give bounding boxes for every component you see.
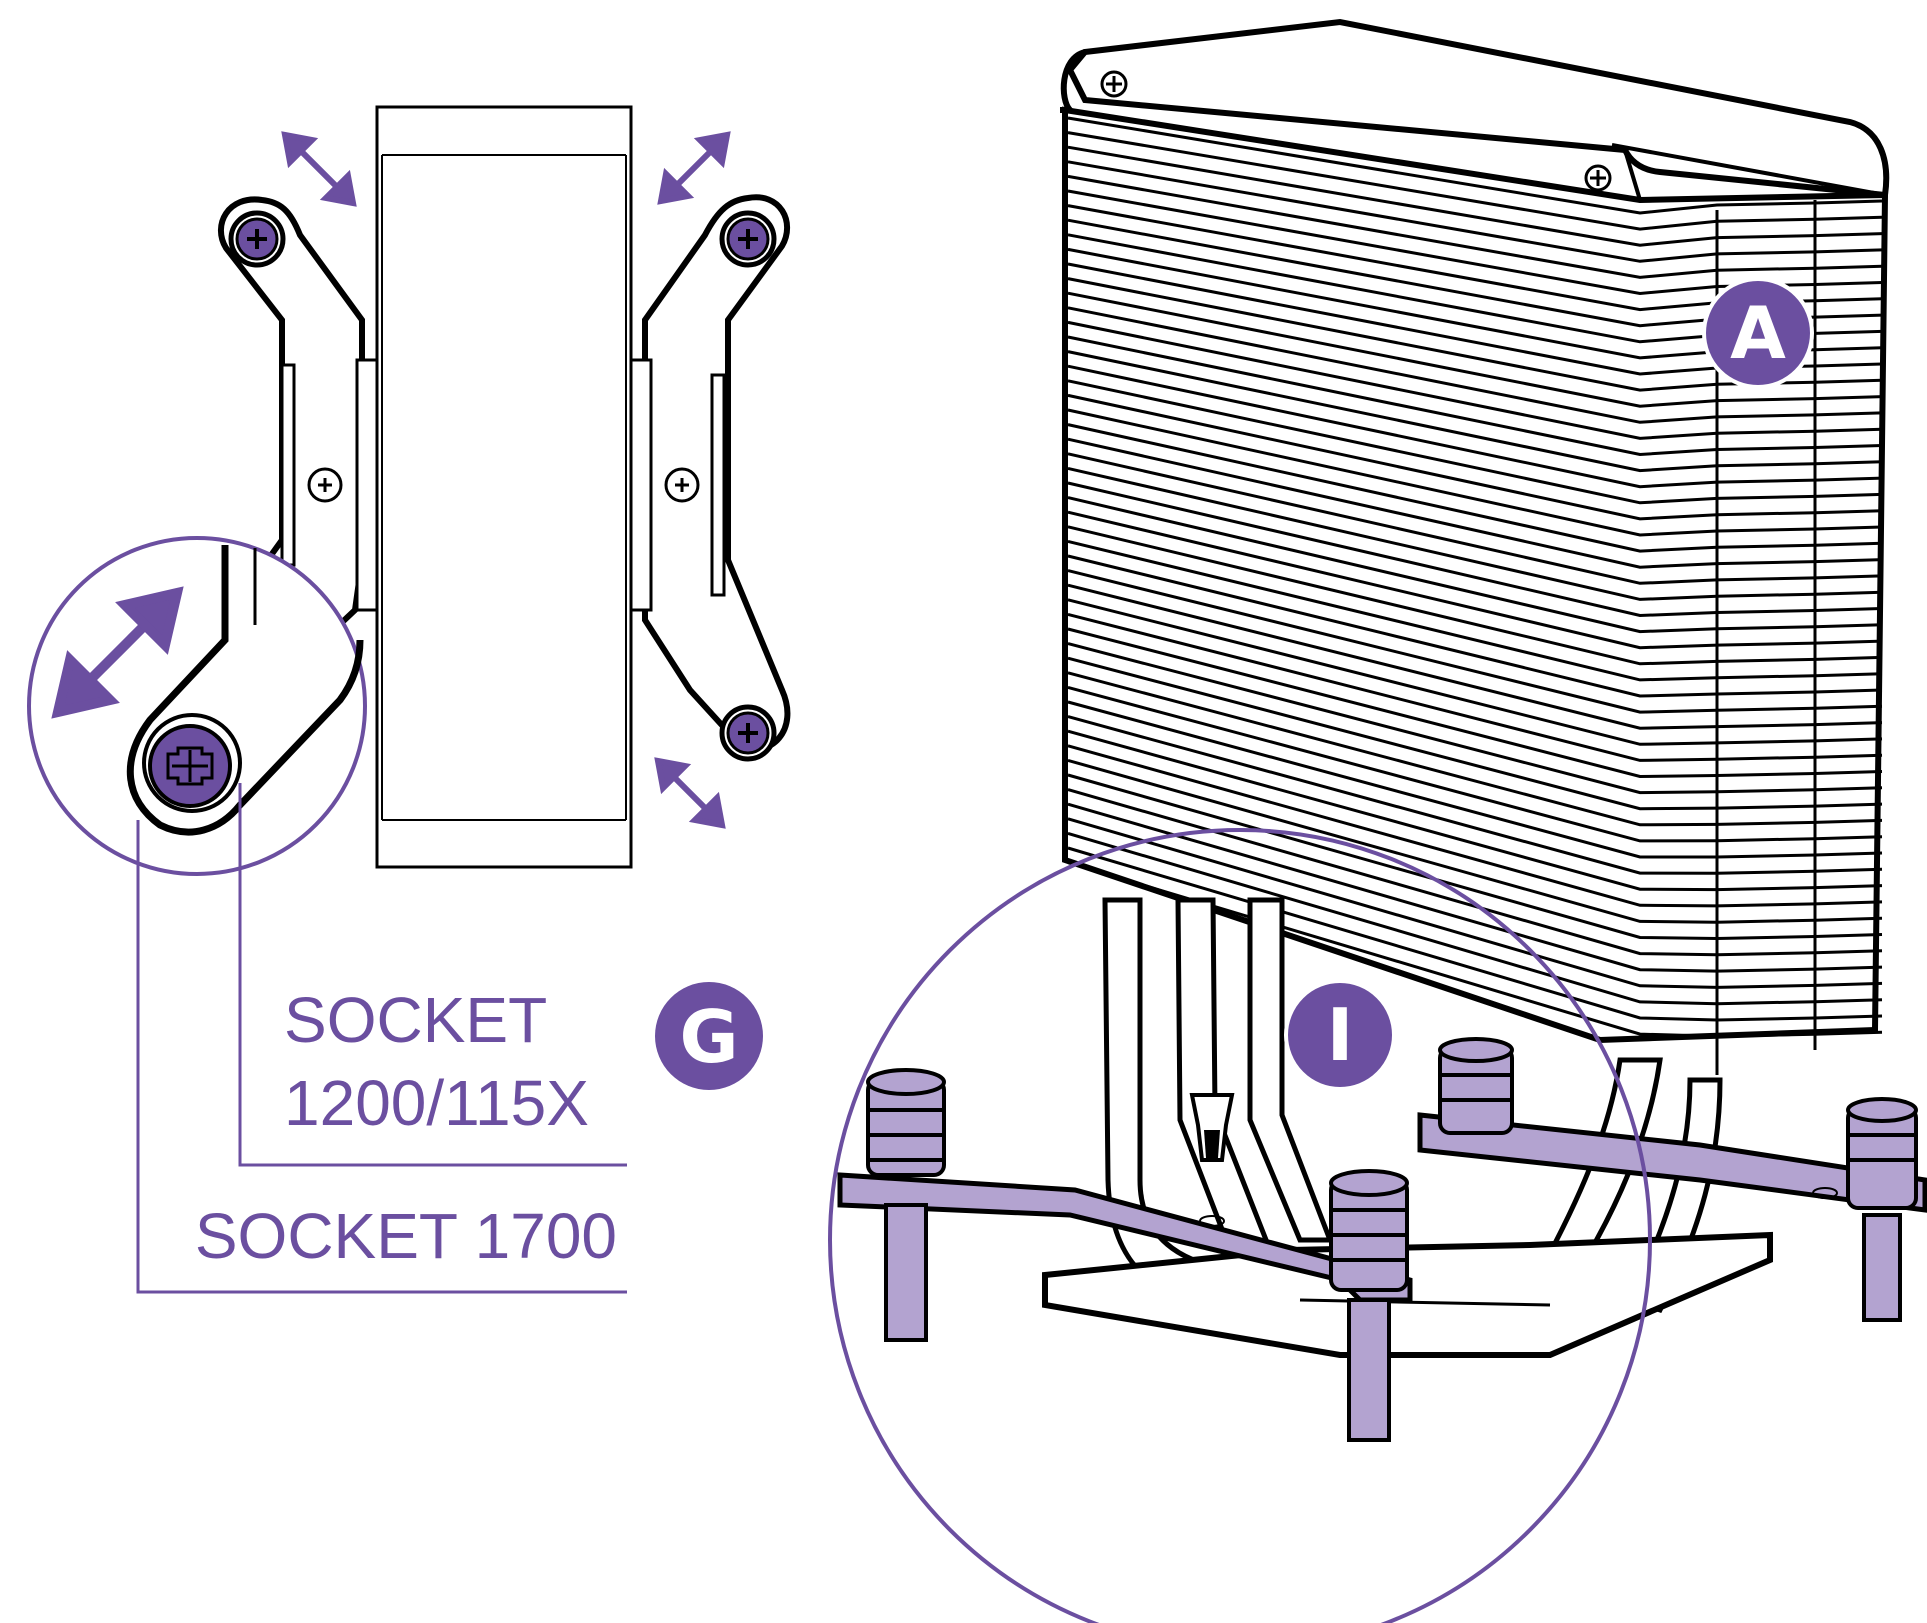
purple-screws: [228, 210, 777, 762]
fin-line: [1067, 277, 1883, 392]
fin-line: [1067, 131, 1883, 231]
spring-screw-back: [1438, 1037, 1514, 1135]
svg-text:A: A: [1730, 291, 1786, 375]
fin-line: [1067, 846, 1883, 1022]
cap-screw-left: [1100, 70, 1128, 98]
fin-line: [1067, 335, 1883, 457]
fin-line: [1067, 627, 1883, 779]
fin-line: [1067, 174, 1883, 279]
arrow-bottom-right: [654, 757, 726, 829]
fin-line: [1067, 729, 1883, 892]
fin-line: [1067, 788, 1883, 957]
fin-line: [1067, 145, 1883, 247]
fin-line: [1067, 598, 1883, 746]
fin-line: [1067, 861, 1883, 1038]
badge-a: A: [1702, 277, 1814, 389]
fin-line: [1067, 642, 1883, 795]
socket-1200-label: SOCKET: [284, 984, 547, 1056]
tower-cooler: [837, 18, 1927, 1442]
spring-screw-right: [1846, 1097, 1918, 1322]
base-plate: [375, 105, 633, 869]
fin-line: [1067, 569, 1883, 714]
fin-line: [1067, 189, 1883, 296]
fin-line: [1067, 583, 1883, 730]
fin-line: [1067, 481, 1883, 618]
fin-line: [1067, 612, 1883, 762]
spring-screws: [866, 1037, 1918, 1442]
zoom-circle-socket: [27, 536, 367, 876]
fin-line: [1067, 510, 1883, 650]
fin-line: [1067, 715, 1883, 875]
fin-line: [1067, 539, 1883, 682]
screw-top-left: [228, 210, 286, 268]
fin-line: [1067, 320, 1883, 440]
zoomed-screw: [142, 713, 242, 813]
spring-screw-left: [866, 1068, 946, 1342]
fin-line: [1067, 423, 1883, 553]
fin-line: [1067, 525, 1883, 666]
screw-bottom-right: [719, 704, 777, 762]
fin-line: [1067, 437, 1883, 569]
badge-g: G: [655, 982, 763, 1090]
fin-line: [1067, 700, 1883, 859]
adjust-arrows: [281, 131, 731, 829]
screw-top-right: [719, 210, 777, 268]
fin-line: [1067, 291, 1883, 408]
spring-screw-center: [1329, 1169, 1409, 1442]
arrow-top-left: [281, 131, 357, 207]
fin-line: [1067, 773, 1883, 941]
fin-line: [1067, 408, 1883, 537]
arrow-top-right: [657, 131, 731, 205]
zoomed-bar: [126, 545, 364, 836]
fin-line: [1067, 685, 1883, 843]
heatsink-fins: [1067, 116, 1883, 1038]
fin-line: [1067, 802, 1883, 973]
base-screw: [1189, 1093, 1235, 1162]
fin-line: [1067, 744, 1883, 908]
svg-text:I: I: [1327, 993, 1354, 1077]
fin-line: [1067, 452, 1883, 585]
leader-lines: [136, 783, 627, 1294]
fin-line: [1067, 656, 1883, 811]
cap-screw-right: [1584, 164, 1612, 192]
fin-line: [1067, 379, 1883, 505]
fin-line: [1067, 160, 1883, 263]
fin-line: [1067, 116, 1883, 215]
fin-line: [1067, 350, 1883, 473]
fin-line: [1067, 393, 1883, 521]
fin-line: [1067, 831, 1883, 1006]
fin-line: [1067, 817, 1883, 989]
fin-line: [1067, 364, 1883, 489]
badge-i: I: [1284, 979, 1396, 1091]
fin-line: [1067, 554, 1883, 698]
fin-line: [1067, 671, 1883, 827]
zoomed-arrow: [51, 586, 184, 719]
fin-line: [1067, 466, 1883, 601]
zoom-circle-base: [828, 828, 1652, 1623]
fin-line: [1067, 496, 1883, 634]
fin-line: [1067, 306, 1883, 424]
socket-1200-number: 1200/115X: [284, 1067, 589, 1139]
svg-text:G: G: [679, 995, 738, 1079]
socket-1700-label: SOCKET 1700: [195, 1200, 617, 1272]
fin-line: [1067, 758, 1883, 924]
center-screws: [307, 467, 700, 503]
